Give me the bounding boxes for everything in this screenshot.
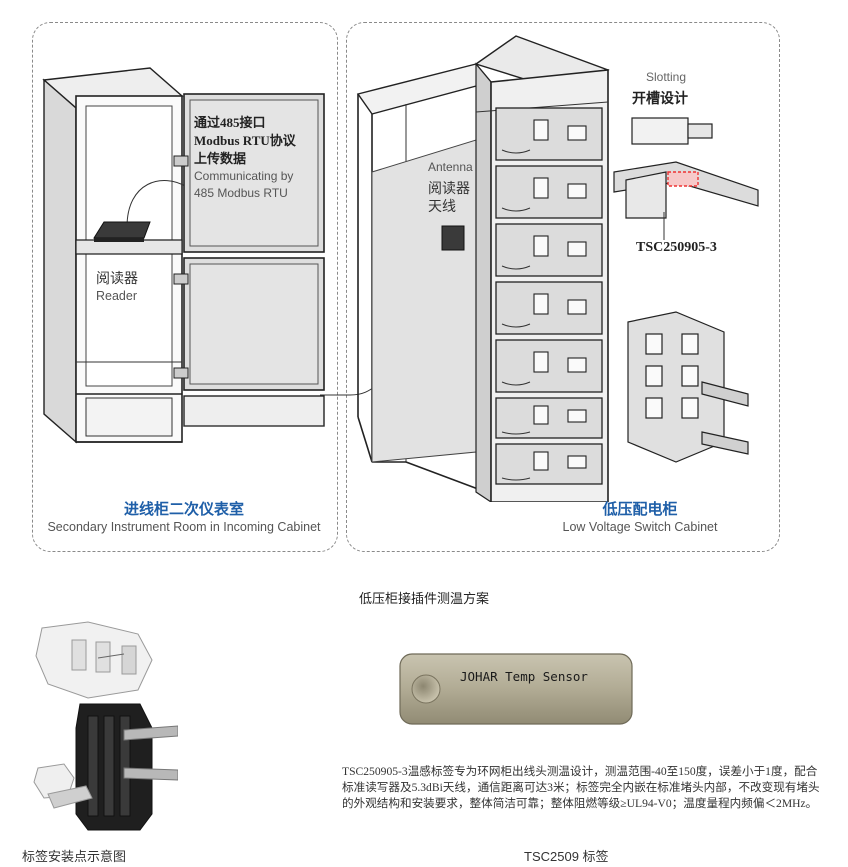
tag-label-text: JOHAR Temp Sensor xyxy=(460,669,588,684)
comm-text-en: Communicating by 485 Modbus RTU xyxy=(194,169,294,200)
part-number-label: TSC250905-3 xyxy=(636,240,717,255)
caption-tsc2509-tag: TSC2509 标签 xyxy=(524,849,609,864)
switch-cabinet-illustration xyxy=(356,35,759,502)
incoming-cabinet-illustration xyxy=(42,67,325,444)
incoming-cabinet-caption-en: Secondary Instrument Room in Incoming Ca… xyxy=(47,520,321,534)
incoming-cabinet-caption-cn: 进线柜二次仪表室 xyxy=(123,501,244,518)
tsc2509-tag-photo xyxy=(399,653,633,725)
switch-cabinet-panel xyxy=(346,22,780,552)
incoming-cabinet-panel xyxy=(32,22,338,552)
tag-install-photo xyxy=(33,621,178,831)
figure-title: 低压柜接插件测温方案 xyxy=(358,591,489,606)
reader-label-cn: 阅读器 xyxy=(96,272,138,287)
reader-label-en: Reader xyxy=(96,289,137,303)
tag-description: TSC250905-3温感标签专为环网柜出线头测温设计，测温范围-40至150度… xyxy=(342,765,820,810)
comm-text-cn: 通过485接口 Modbus RTU协议 上传数据 xyxy=(194,115,296,166)
antenna-label-cn-1: 阅读器 xyxy=(428,182,470,197)
antenna-label-cn-2: 天线 xyxy=(428,200,456,215)
switch-cabinet-caption-cn: 低压配电柜 xyxy=(602,501,678,518)
switch-cabinet-caption-en: Low Voltage Switch Cabinet xyxy=(562,520,718,534)
antenna-label-en: Antenna xyxy=(428,160,473,174)
slotting-label-cn: 开槽设计 xyxy=(632,92,688,107)
slotting-label-en: Slotting xyxy=(646,70,687,84)
caption-install-point: 标签安装点示意图 xyxy=(22,849,127,864)
